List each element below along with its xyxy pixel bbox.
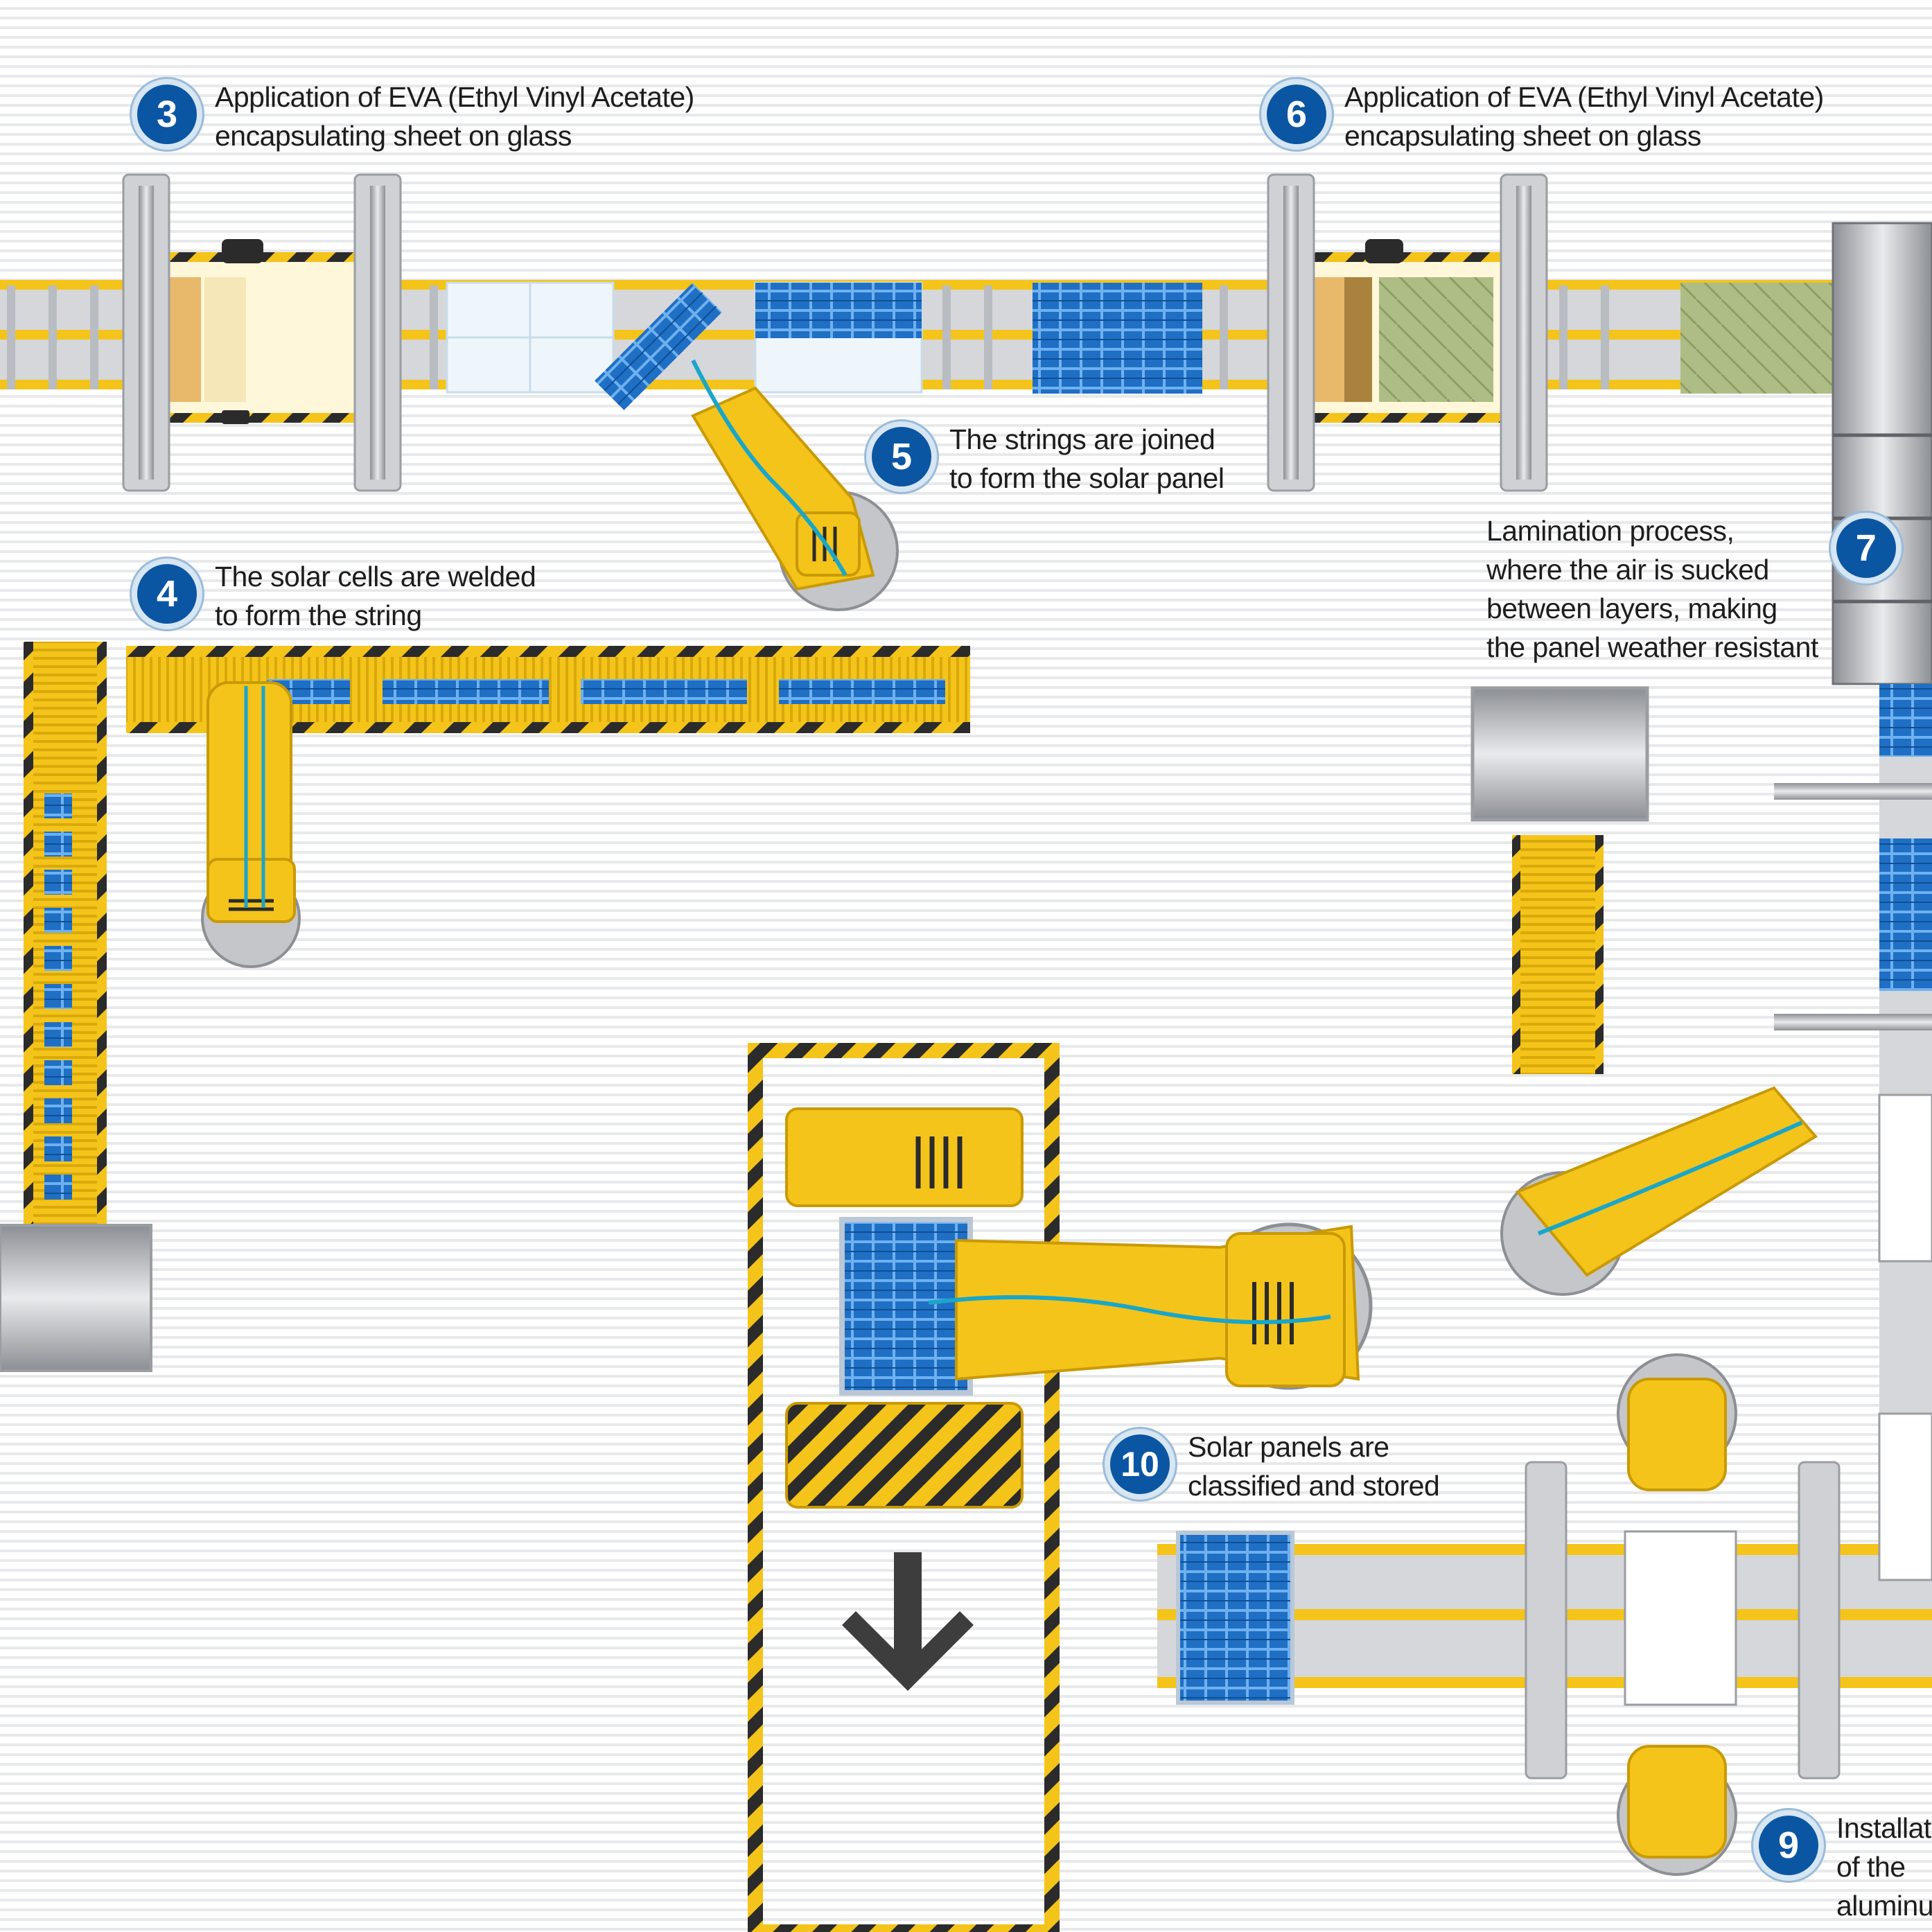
step-7-label: Lamination process, where the air is suc… (1486, 515, 1818, 663)
robot-arm-joiner (595, 283, 899, 611)
step-3-badge: 3 (132, 79, 202, 150)
step-7-callout: 7 Lamination process, where the air is s… (1473, 511, 1902, 667)
step-5-label: The strings are joined to form the solar… (949, 423, 1224, 494)
step-9-callout: 9 Installation of the aluminum frame (1753, 1809, 1932, 1932)
framing-conveyor (1157, 1353, 1932, 1876)
step-9-label: Installation of the aluminum frame (1836, 1812, 1932, 1932)
step-4-badge: 4 (132, 559, 202, 629)
robot-arm-stacker (928, 1222, 1373, 1390)
step-7-badge: 7 (1830, 513, 1902, 583)
storage-bay (748, 1043, 1060, 1932)
step-10-badge: 10 (1105, 1429, 1175, 1500)
step-3-label: Application of EVA (Ethyl Vinyl Acetate)… (215, 81, 694, 152)
step-6-label: Application of EVA (Ethyl Vinyl Acetate)… (1344, 81, 1824, 152)
step-9-badge: 9 (1753, 1810, 1824, 1881)
step-6-callout: 6 Application of EVA (Ethyl Vinyl Acetat… (1261, 78, 1836, 155)
solar-panel-blue (1033, 283, 1202, 394)
laminator-press (1832, 222, 1932, 685)
eva-applicator-left (122, 173, 402, 492)
glass-sheets (446, 281, 923, 394)
step-6-badge: 6 (1261, 79, 1332, 150)
right-vertical-conveyor (1470, 684, 1932, 1581)
step-3-callout: 3 Application of EVA (Ethyl Vinyl Acetat… (132, 78, 707, 155)
step-4-label: The solar cells are welded to form the s… (215, 561, 536, 631)
robot-arm-welder (201, 681, 301, 968)
step-10-callout: 10 Solar panels are classified and store… (1105, 1428, 1452, 1505)
cell-feed-conveyor (0, 642, 152, 1372)
step-5-callout: 5 The strings are joined to form the sol… (866, 420, 1236, 498)
step-10-label: Solar panels are classified and stored (1188, 1431, 1440, 1502)
eva-applicator-right (1267, 173, 1836, 492)
step-4-callout: 4 The solar cells are welded to form the… (132, 557, 548, 635)
down-arrow-icon (842, 1552, 974, 1691)
step-5-badge: 5 (866, 421, 937, 492)
